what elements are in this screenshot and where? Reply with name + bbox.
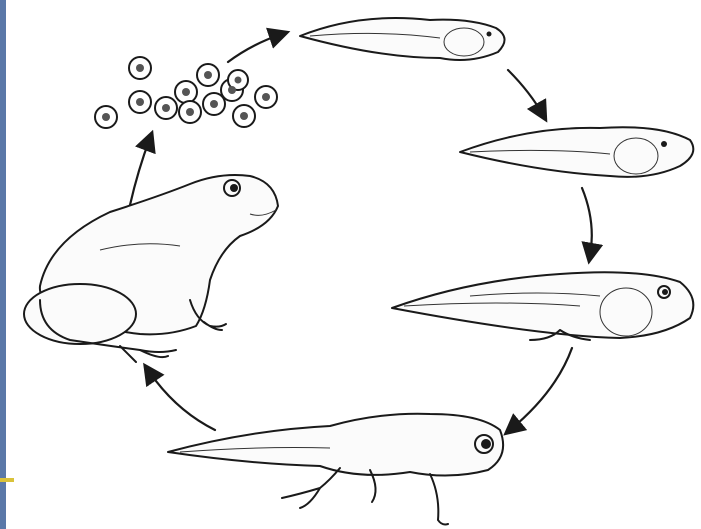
frog-eggs-icon [95, 57, 277, 128]
arrow-tadpole-to-legged-tadpole [582, 188, 592, 256]
tadpole-icon [460, 127, 693, 177]
froglet-icon [168, 414, 503, 525]
arrow-legged-tadpole-to-froglet [510, 348, 572, 430]
frog-icon [24, 175, 278, 362]
arrow-tadpole-to-tadpole [508, 70, 543, 115]
arrow-froglet-to-frog [148, 370, 215, 430]
arrow-eggs-to-tadpole [228, 34, 282, 62]
tadpole-with-legs-icon [392, 272, 693, 340]
tadpole-early-icon [300, 18, 505, 60]
arrow-frog-to-eggs [130, 138, 150, 205]
